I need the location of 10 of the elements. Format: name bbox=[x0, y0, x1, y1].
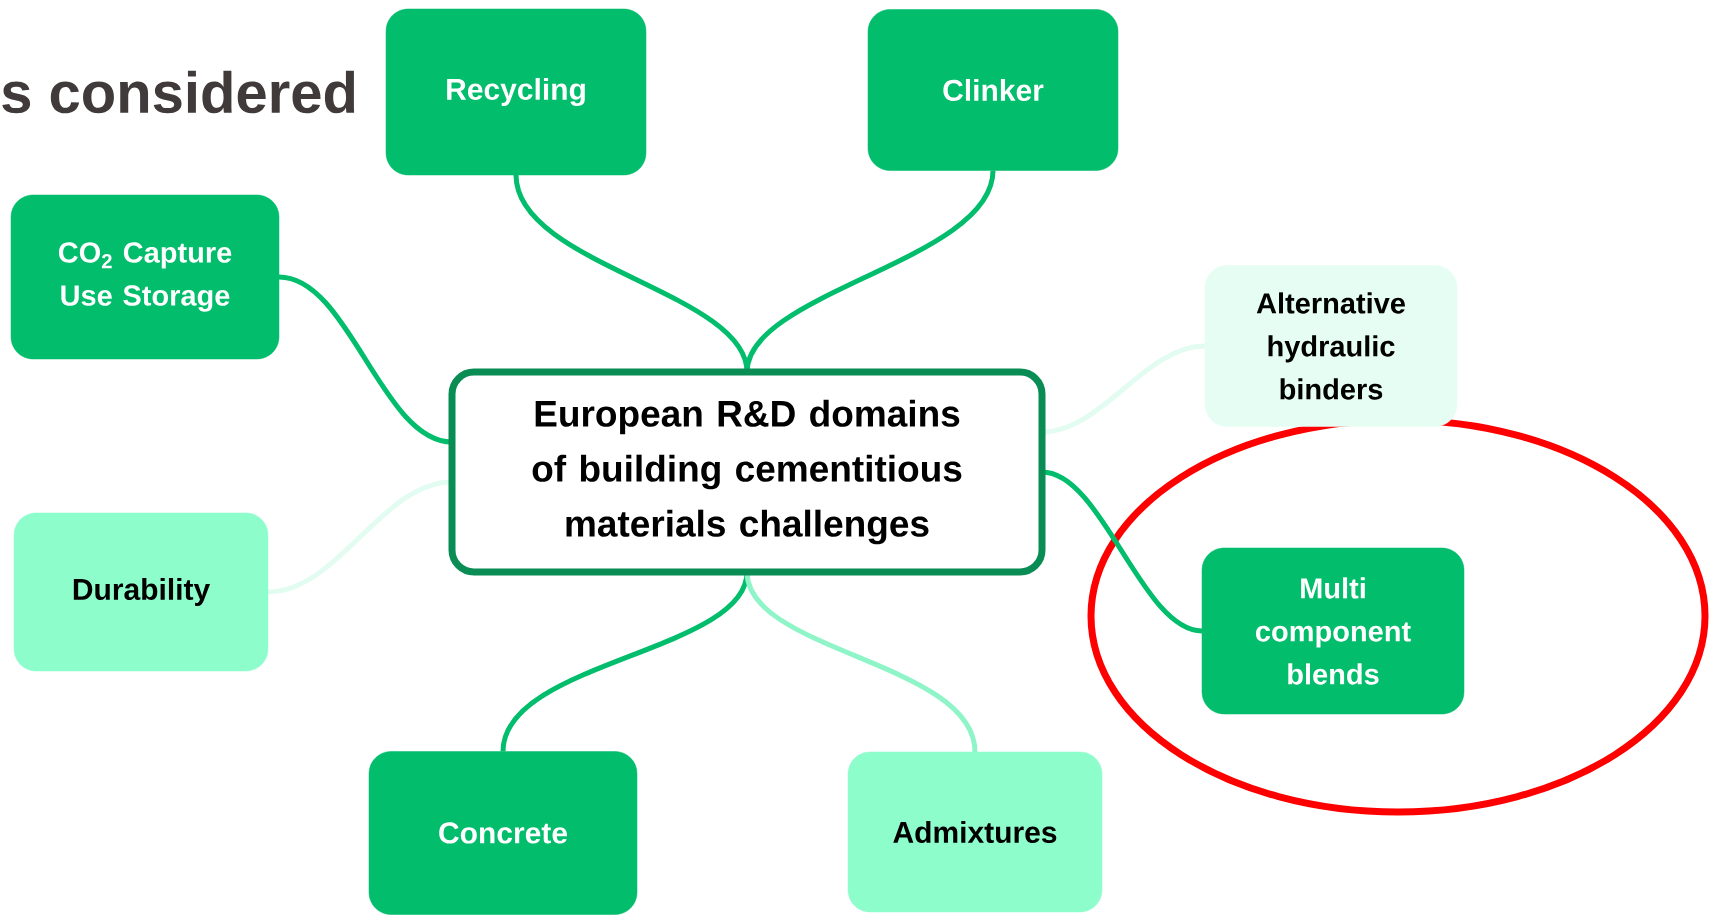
topic-box: European R&D domains of building cementitious materials challenges bbox=[448, 368, 1046, 576]
title-text: s considered bbox=[2, 70, 355, 114]
branch-box: CO$_{2}$ Capture Use Storage bbox=[10, 194, 280, 360]
branch-box: Recycling bbox=[385, 8, 647, 176]
branch-box: Admixtures bbox=[847, 751, 1103, 913]
branch-box: Alternative hydraulic binders bbox=[1204, 265, 1458, 427]
branch-box: Durability bbox=[13, 512, 269, 672]
branch-box: Concrete bbox=[368, 751, 638, 915]
branch-box: Multi component blends bbox=[1201, 547, 1465, 715]
branch-box: Clinker bbox=[867, 9, 1119, 171]
